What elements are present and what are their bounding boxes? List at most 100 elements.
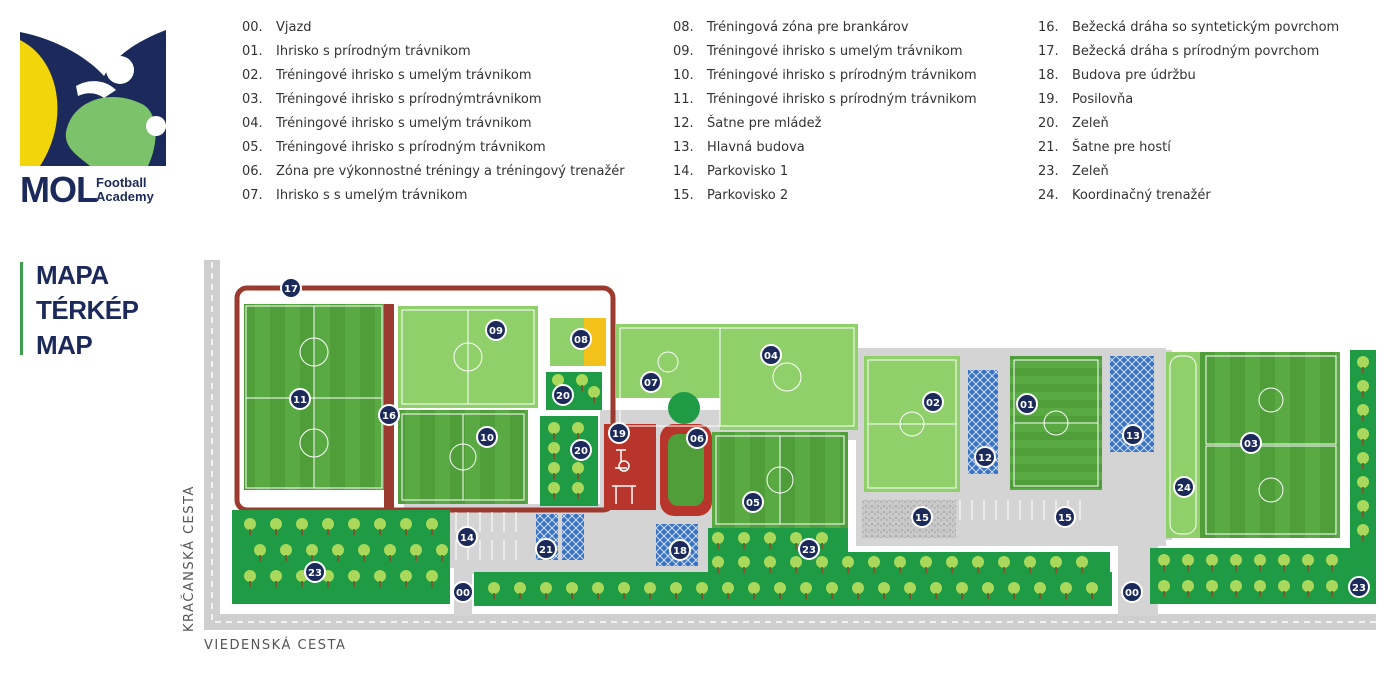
legend-label: Šatne pre mládež: [707, 116, 822, 131]
legend-label: Posilovňa: [1072, 92, 1134, 107]
map-marker-label: 21: [539, 545, 553, 556]
map-marker-15[interactable]: 15: [1054, 506, 1076, 528]
map-marker-label: 03: [1244, 439, 1258, 450]
map-marker-label: 20: [574, 446, 588, 457]
map-marker-18[interactable]: 18: [669, 539, 691, 561]
legend-number: 17.: [1038, 44, 1059, 59]
map-marker-label: 08: [574, 335, 588, 346]
title-line: MAPA: [36, 260, 109, 290]
map-marker-label: 13: [1126, 431, 1140, 442]
legend-label: Ihrisko s s umelým trávnikom: [276, 188, 468, 203]
map-marker-01[interactable]: 01: [1016, 393, 1038, 415]
map-marker-label: 01: [1020, 400, 1034, 411]
map-marker-03[interactable]: 03: [1240, 432, 1262, 454]
green-23-left: [232, 510, 450, 604]
kracanska-road: [204, 260, 220, 630]
map-marker-label: 04: [764, 351, 778, 362]
legend-label: Parkovisko 1: [707, 164, 789, 179]
legend-number: 14.: [673, 164, 694, 179]
legend-item: 07.Ihrisko s s umelým trávnikom: [242, 184, 625, 208]
map-marker-label: 07: [644, 378, 658, 389]
legend-number: 10.: [673, 68, 694, 83]
legend-item: 17.Bežecká dráha s prírodným povrchom: [1038, 40, 1339, 64]
legend-number: 05.: [242, 140, 263, 155]
map-marker-00[interactable]: 00: [1121, 581, 1143, 603]
map-marker-11[interactable]: 11: [289, 388, 311, 410]
map-marker-05[interactable]: 05: [742, 491, 764, 513]
legend-item: 24.Koordinačný trenažér: [1038, 184, 1339, 208]
legend-label: Tréningové ihrisko s umelým trávnikom: [276, 116, 532, 131]
legend-item: 01. Ihrisko s prírodným trávnikom: [242, 40, 625, 64]
map-marker-07[interactable]: 07: [640, 371, 662, 393]
map-marker-14[interactable]: 14: [456, 526, 478, 548]
map-marker-label: 02: [926, 398, 940, 409]
map-marker-20[interactable]: 20: [570, 439, 592, 461]
legend-number: 03.: [242, 92, 263, 107]
map-marker-label: 17: [284, 284, 298, 295]
legend-label: Bežecká dráha so syntetickým povrchom: [1072, 20, 1340, 35]
legend-item: 09. Tréningové ihrisko s umelým trávnikom: [673, 40, 977, 64]
title-line: MAP: [36, 330, 93, 360]
legend-number: 18.: [1038, 68, 1059, 83]
legend-label: Hlavná budova: [707, 140, 805, 155]
map-marker-00[interactable]: 00: [452, 581, 474, 603]
map-marker-label: 23: [802, 545, 816, 556]
legend-label: Zóna pre výkonnostné tréningy a tréningo…: [276, 164, 625, 179]
legend-item: 23.Zeleň: [1038, 160, 1339, 184]
legend-number: 08.: [673, 20, 694, 35]
field-04: [720, 324, 858, 430]
legend-column-3: 16.Bežecká dráha so syntetickým povrchom…: [1038, 16, 1339, 208]
legend-item: 21.Šatne pre hostí: [1038, 136, 1339, 160]
map-marker-23[interactable]: 23: [1348, 576, 1370, 598]
map-marker-21[interactable]: 21: [535, 538, 557, 560]
legend-item: 19.Posilovňa: [1038, 88, 1339, 112]
legend-number: 21.: [1038, 140, 1059, 155]
legend-number: 12.: [673, 116, 694, 131]
map-marker-17[interactable]: 17: [280, 277, 302, 299]
map-marker-02[interactable]: 02: [922, 391, 944, 413]
legend-label: Tréningové ihrisko s prírodným trávnikom: [707, 92, 977, 107]
map-marker-label: 15: [915, 513, 929, 524]
map-marker-13[interactable]: 13: [1122, 424, 1144, 446]
map-marker-10[interactable]: 10: [476, 426, 498, 448]
legend-number: 02.: [242, 68, 263, 83]
kracanska-cesta-label: KRAČANSKÁ CESTA: [182, 485, 197, 632]
logo-football-academy-text: Football Academy: [96, 176, 154, 204]
legend-item: 11.Tréningové ihrisko s prírodným trávni…: [673, 88, 977, 112]
map-marker-06[interactable]: 06: [686, 427, 708, 449]
map-marker-12[interactable]: 12: [974, 446, 996, 468]
legend-label: Koordinačný trenažér: [1072, 188, 1211, 203]
legend-label: Vjazd: [276, 20, 312, 35]
legend-label: Tréningové ihrisko s umelým trávnikom: [707, 44, 963, 59]
map-title: MAPA TÉRKÉP MAP: [36, 258, 139, 363]
legend-number: 00.: [242, 20, 263, 35]
legend-number: 09.: [673, 44, 694, 59]
map-marker-08[interactable]: 08: [570, 328, 592, 350]
legend-item: 13.Hlavná budova: [673, 136, 977, 160]
legend-item: 04.Tréningové ihrisko s umelým trávnikom: [242, 112, 625, 136]
map-marker-label: 23: [1352, 583, 1366, 594]
map-marker-16[interactable]: 16: [378, 404, 400, 426]
title-line: TÉRKÉP: [36, 295, 139, 325]
map-marker-label: 12: [978, 453, 992, 464]
legend-item: 20.Zeleň: [1038, 112, 1339, 136]
legend-label: Tréningové ihrisko s umelým trávnikom: [276, 68, 532, 83]
mol-football-academy-logo: MOL Football Academy: [20, 20, 170, 210]
legend-number: 01.: [242, 44, 263, 59]
map-marker-24[interactable]: 24: [1173, 476, 1195, 498]
legend-label: Tréningové ihrisko s prírodným trávnikom: [707, 68, 977, 83]
map-marker-label: 05: [746, 498, 760, 509]
map-marker-23[interactable]: 23: [798, 538, 820, 560]
legend-number: 15.: [673, 188, 694, 203]
map-marker-23[interactable]: 23: [304, 561, 326, 583]
map-marker-20[interactable]: 20: [552, 384, 574, 406]
legend-number: 20.: [1038, 116, 1059, 131]
map-marker-label: 16: [382, 411, 396, 422]
legend-label: Ihrisko s prírodným trávnikom: [276, 44, 471, 59]
map-marker-15[interactable]: 15: [911, 506, 933, 528]
map-marker-19[interactable]: 19: [608, 422, 630, 444]
map-marker-09[interactable]: 09: [485, 319, 507, 341]
map-marker-label: 18: [673, 546, 687, 557]
map-marker-04[interactable]: 04: [760, 344, 782, 366]
